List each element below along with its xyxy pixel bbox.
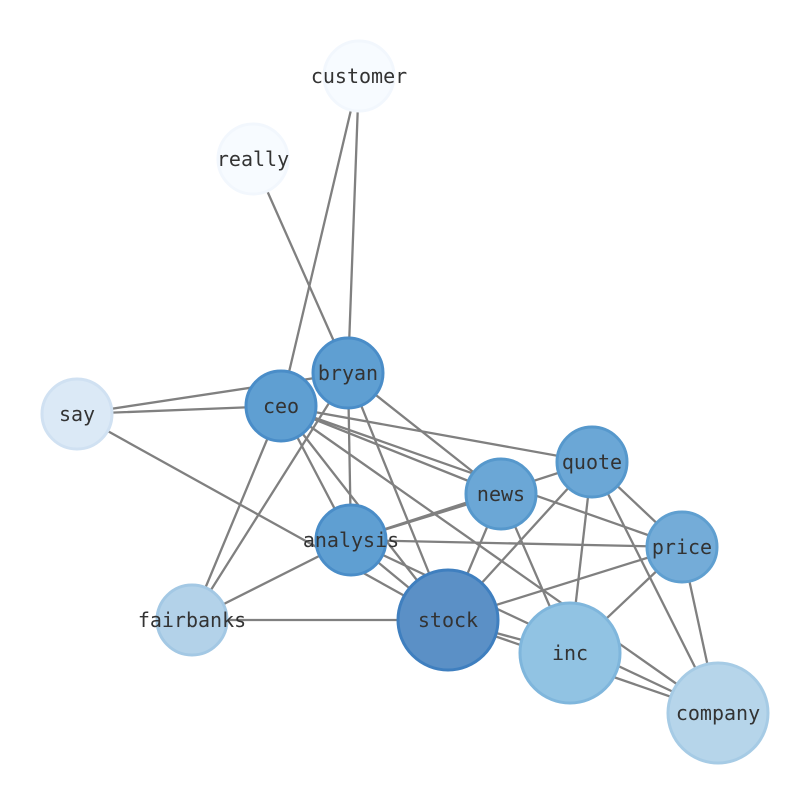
node-circle-say [40, 377, 114, 451]
node-stock: stock [396, 568, 500, 672]
edge-ceo-company [279, 404, 720, 715]
edge-ceo-quote [279, 404, 594, 464]
node-say: say [40, 377, 114, 451]
node-circle-bryan [311, 336, 385, 410]
node-circle-quote [555, 425, 629, 499]
node-customer: customer [311, 39, 407, 113]
edge-say-stock [75, 412, 450, 622]
node-circle-company [666, 661, 770, 765]
node-label-ceo: ceo [263, 394, 299, 418]
node-really: really [216, 122, 290, 196]
edge-price-analysis [349, 538, 684, 549]
node-circle-ceo [244, 369, 318, 443]
node-label-inc: inc [552, 641, 588, 665]
node-circle-customer [322, 39, 396, 113]
node-company: company [666, 661, 770, 765]
node-circle-price [645, 510, 719, 584]
node-label-quote: quote [562, 450, 622, 474]
node-label-bryan: bryan [318, 361, 378, 385]
node-inc: inc [518, 601, 622, 705]
node-circle-stock [396, 568, 500, 672]
node-circle-inc [518, 601, 622, 705]
node-label-company: company [676, 701, 760, 725]
node-circle-analysis [314, 503, 388, 577]
node-label-fairbanks: fairbanks [138, 608, 246, 632]
node-label-say: say [59, 402, 95, 426]
node-news: news [464, 457, 538, 531]
edge-ceo-fairbanks [190, 404, 283, 622]
node-layer: customer really say bryan ceo quote news price a… [40, 39, 770, 765]
edge-customer-ceo [279, 74, 361, 408]
edge-ceo-news [279, 404, 503, 496]
node-quote: quote [555, 425, 629, 499]
node-ceo: ceo [244, 369, 318, 443]
node-label-analysis: analysis [303, 528, 399, 552]
node-fairbanks: fairbanks [138, 583, 246, 657]
node-label-price: price [652, 535, 712, 559]
edge-customer-bryan [346, 74, 361, 375]
node-circle-really [216, 122, 290, 196]
node-label-news: news [477, 482, 525, 506]
node-label-really: really [217, 147, 289, 171]
edge-really-bryan [251, 157, 350, 375]
node-analysis: analysis [303, 503, 399, 577]
node-circle-fairbanks [155, 583, 229, 657]
node-bryan: bryan [311, 336, 385, 410]
node-label-customer: customer [311, 64, 407, 88]
node-circle-news [464, 457, 538, 531]
node-price: price [645, 510, 719, 584]
node-label-stock: stock [418, 608, 478, 632]
